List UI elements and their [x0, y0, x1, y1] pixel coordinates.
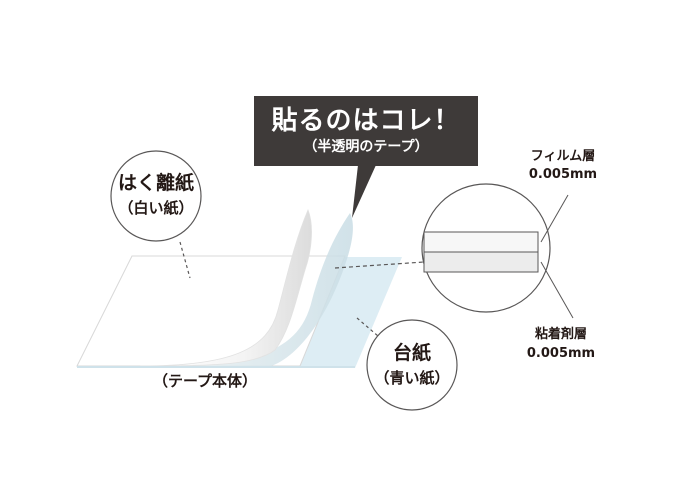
film-leader	[540, 194, 569, 243]
white-sheet	[76, 255, 346, 367]
tape-body-label: （テープ本体）	[152, 372, 258, 390]
adhesive-layer-thickness: 0.005mm	[526, 346, 596, 361]
adhesive-leader	[540, 261, 574, 319]
adhesive-layer-name: 粘着剤層	[534, 327, 587, 342]
release-paper-curl	[139, 208, 312, 367]
callout-subtitle: （半透明のテープ）	[303, 139, 429, 155]
release-paper-subtitle: （白い紙）	[118, 199, 194, 217]
callout-title: 貼るのはコレ！	[271, 106, 461, 136]
adhesive-layer-band	[423, 251, 539, 273]
film-layer-thickness: 0.005mm	[528, 167, 598, 182]
tape-curl	[150, 213, 353, 368]
callout-box	[254, 96, 478, 166]
film-layer-name: フィルム層	[530, 149, 596, 164]
film-layer-band	[423, 231, 539, 253]
base-paper-title: 台紙	[392, 342, 431, 364]
base-paper-circle	[366, 319, 458, 411]
release-paper-circle	[110, 150, 202, 242]
base-paper-subtitle: （青い紙）	[374, 369, 450, 387]
release-paper-title: はく離紙	[117, 172, 194, 194]
callout-tail	[352, 165, 376, 218]
